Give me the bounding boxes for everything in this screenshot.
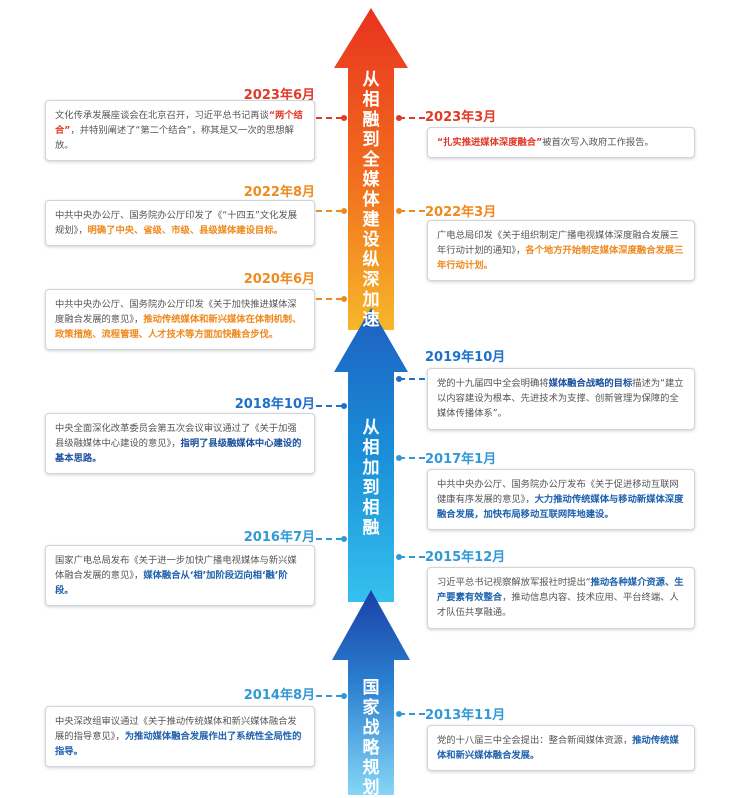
event-text: 中共中央办公厅、国务院办公厅印发《关于加快推进媒体深度融合发展的意见》， xyxy=(55,299,297,325)
event-connector xyxy=(316,210,342,212)
event-text: 文化传承发展座谈会在北京召开，习近平总书记再谈 xyxy=(55,110,269,121)
event-date: 2017年1月 xyxy=(425,452,497,467)
event-highlight-text: 各个地方开始制定媒体深度融合发展三年行动计划。 xyxy=(437,245,684,271)
event-text: 中共中央办公厅、国务院办公厅印发了《“十四五”文化发展规划》， xyxy=(55,210,298,236)
event-connector xyxy=(399,378,425,380)
event-connector-dot xyxy=(341,693,347,699)
event-description-box: 习近平总书记视察解放军报社时提出“推动各种媒介资源、生产要素有效整合，推动信息内… xyxy=(427,567,695,629)
event-description-box: 党的十八届三中全会提出：整合新闻媒体资源，推动传统媒体和新兴媒体融合发展。 xyxy=(427,725,695,771)
event-highlight-text: 明确了中央、省级、市级、县级媒体建设目标。 xyxy=(87,225,283,236)
event-highlight-text: 大力推动传统媒体与移动新媒体深度融合发展，加快布局移动互联网阵地建设。 xyxy=(437,494,684,520)
event-description-box: 中央深改组审议通过《关于推动传统媒体和新兴媒体融合发展的指导意见》，为推动媒体融… xyxy=(45,706,315,767)
stage-arrow-middle xyxy=(334,308,408,602)
event-description-box: 广电总局印发《关于组织制定广播电视媒体深度融合发展三年行动计划的通知》，各个地方… xyxy=(427,220,695,281)
event-description-box: 中共中央办公厅、国务院办公厅发布《关于促进移动互联网健康有序发展的意见》，大力推… xyxy=(427,469,695,530)
event-date: 2016年7月 xyxy=(243,530,315,545)
event-description-box: “扎实推进媒体深度融合”被首次写入政府工作报告。 xyxy=(427,127,695,158)
stage-arrow-bottom xyxy=(332,590,410,795)
event-text: 中央全面深化改革委员会第五次会议审议通过了《关于加强县级融媒体中心建设的意见》， xyxy=(55,423,297,449)
event-highlight-text: 媒体融合战略的目标 xyxy=(548,378,633,389)
event-connector-dot xyxy=(341,296,347,302)
event-description-box: 党的十九届四中全会明确将媒体融合战略的目标描述为“建立以内容建设为根本、先进技术… xyxy=(427,368,695,430)
event-connector-dot xyxy=(341,208,347,214)
event-text: 党的十九届四中全会明确将 xyxy=(437,378,549,389)
event-connector xyxy=(316,405,342,407)
event-highlight-text: “两个结合” xyxy=(55,110,303,136)
event-date: 2022年8月 xyxy=(243,185,315,200)
event-description-box: 中央全面深化改革委员会第五次会议审议通过了《关于加强县级融媒体中心建设的意见》，… xyxy=(45,413,315,474)
event-date: 2022年3月 xyxy=(425,205,497,220)
stage-arrow-top xyxy=(334,8,408,330)
event-connector xyxy=(316,538,342,540)
event-highlight-text: 推动各种媒介资源、生产要素有效整合 xyxy=(437,577,684,603)
event-connector-dot xyxy=(341,536,347,542)
event-text: 习近平总书记视察解放军报社时提出“ xyxy=(437,577,591,588)
event-connector-dot xyxy=(341,115,347,121)
event-description-box: 文化传承发展座谈会在北京召开，习近平总书记再谈“两个结合”，并特别阐述了“第二个… xyxy=(45,100,315,161)
event-highlight-text: 指明了县级融媒体中心建设的基本思路。 xyxy=(55,438,302,464)
event-connector xyxy=(399,457,425,459)
event-date: 2023年3月 xyxy=(425,110,497,125)
event-highlight-text: 为推动媒体融合发展作出了系统性全局性的指导。 xyxy=(55,731,302,757)
event-text: ，推动信息内容、技术应用、平台终端、人才队伍共享融通。 xyxy=(437,592,679,618)
event-connector xyxy=(316,117,342,119)
stage-label-top: 从相融到全媒体建设纵深加速 xyxy=(362,70,380,330)
event-highlight-text: 推动传统媒体和新兴媒体融合发展。 xyxy=(437,735,679,761)
event-description-box: 中共中央办公厅、国务院办公厅印发《关于加快推进媒体深度融合发展的意见》，推动传统… xyxy=(45,289,315,350)
event-highlight-text: 媒体融合从‘相’加阶段迈向相‘融’阶段。 xyxy=(55,570,288,596)
event-text: ，并特别阐述了“第二个结合”，称其是又一次的思想解放。 xyxy=(55,125,294,151)
event-text: 中央深改组审议通过《关于推动传统媒体和新兴媒体融合发展的指导意见》， xyxy=(55,716,297,742)
stage-label-bottom: 国家战略规划 xyxy=(362,678,380,798)
event-connector-dot xyxy=(396,455,402,461)
event-text: 被首次写入政府工作报告。 xyxy=(542,137,654,148)
stage-label-middle: 从相加到相融 xyxy=(362,418,380,538)
event-description-box: 国家广电总局发布《关于进一步加快广播电视媒体与新兴媒体融合发展的意见》，媒体融合… xyxy=(45,545,315,606)
event-description-box: 中共中央办公厅、国务院办公厅印发了《“十四五”文化发展规划》，明确了中央、省级、… xyxy=(45,200,315,246)
event-connector-dot xyxy=(396,711,402,717)
event-date: 2019年10月 xyxy=(425,350,506,365)
event-connector xyxy=(399,210,425,212)
event-connector xyxy=(399,713,425,715)
event-connector-dot xyxy=(341,403,347,409)
event-text: 国家广电总局发布《关于进一步加快广播电视媒体与新兴媒体融合发展的意见》， xyxy=(55,555,297,581)
event-connector-dot xyxy=(396,115,402,121)
event-connector xyxy=(316,695,342,697)
event-connector-dot xyxy=(396,208,402,214)
event-highlight-text: “扎实推进媒体深度融合” xyxy=(437,137,543,148)
event-date: 2020年6月 xyxy=(243,272,315,287)
event-connector xyxy=(399,117,425,119)
event-highlight-text: 推动传统媒体和新兴媒体在体制机制、政策措施、流程管理、人才技术等方面加快融合步伐… xyxy=(55,314,302,340)
event-connector-dot xyxy=(396,554,402,560)
event-date: 2014年8月 xyxy=(243,688,315,703)
event-text: 中共中央办公厅、国务院办公厅发布《关于促进移动互联网健康有序发展的意见》， xyxy=(437,479,679,505)
event-text: 党的十八届三中全会提出：整合新闻媒体资源， xyxy=(437,735,633,746)
event-connector xyxy=(399,556,425,558)
event-date: 2013年11月 xyxy=(425,708,506,723)
event-text: 广电总局印发《关于组织制定广播电视媒体深度融合发展三年行动计划的通知》， xyxy=(437,230,679,256)
event-text: 描述为“建立以内容建设为根本、先进技术为支撑、创新管理为保障的全媒体传播体系”。 xyxy=(437,378,684,419)
event-date: 2018年10月 xyxy=(234,397,315,412)
event-connector-dot xyxy=(396,376,402,382)
event-connector xyxy=(316,298,342,300)
event-date: 2015年12月 xyxy=(425,550,506,565)
event-date: 2023年6月 xyxy=(243,88,315,103)
